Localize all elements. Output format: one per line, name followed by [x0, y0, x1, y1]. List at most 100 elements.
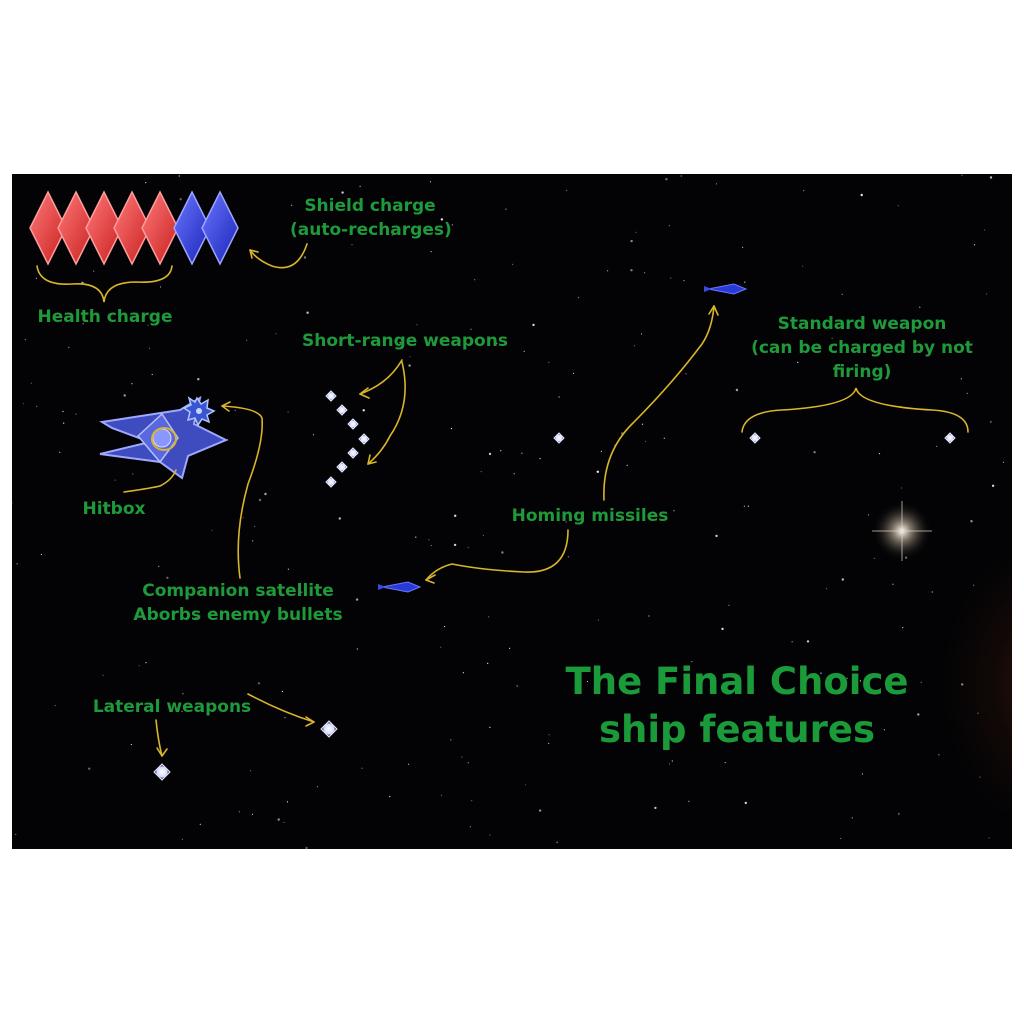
star — [158, 565, 160, 567]
star — [820, 672, 822, 674]
star — [797, 361, 799, 363]
star — [747, 505, 750, 507]
star — [450, 739, 452, 741]
star — [873, 557, 875, 559]
star — [474, 279, 476, 281]
star — [548, 361, 550, 363]
star — [668, 225, 671, 227]
star — [548, 742, 550, 745]
star — [488, 452, 492, 456]
star — [607, 270, 609, 272]
standard-label-line3: firing) — [832, 362, 892, 382]
shield-diamond-2 — [201, 190, 239, 266]
star — [783, 670, 785, 672]
star — [989, 176, 993, 179]
star — [867, 514, 870, 516]
star — [1002, 461, 1005, 463]
star — [931, 591, 933, 593]
star — [359, 185, 361, 187]
star — [630, 269, 633, 272]
star — [986, 293, 988, 295]
star — [635, 231, 637, 233]
star — [897, 205, 899, 207]
star — [462, 672, 464, 674]
hitbox-line — [123, 469, 177, 493]
star — [151, 373, 153, 376]
health-diamond-5 — [141, 190, 179, 266]
bullet-icon — [336, 461, 348, 473]
shield-bar — [173, 190, 239, 266]
star — [467, 546, 469, 549]
star — [301, 591, 303, 593]
bullet-icon — [347, 418, 359, 430]
star — [966, 392, 968, 394]
star — [242, 517, 244, 519]
star — [467, 762, 469, 764]
star — [341, 191, 344, 194]
star — [715, 183, 718, 185]
star — [743, 505, 746, 507]
star — [399, 341, 401, 344]
satellite-icon — [182, 396, 216, 427]
star — [641, 333, 643, 335]
star — [883, 729, 886, 731]
companion-label-line2: Aborbs enemy bullets — [133, 605, 343, 625]
star — [197, 378, 200, 381]
star — [961, 174, 963, 176]
star — [825, 588, 828, 590]
star — [685, 373, 687, 375]
star — [663, 437, 665, 439]
star — [355, 598, 359, 601]
star — [35, 277, 37, 279]
star — [645, 440, 647, 443]
star — [36, 405, 38, 407]
star — [316, 786, 318, 788]
companion-label-line1: Companion satellite — [142, 581, 334, 601]
star — [284, 717, 286, 719]
bullet-icon — [153, 763, 171, 781]
star — [990, 421, 992, 423]
star — [286, 801, 289, 803]
star — [409, 356, 411, 358]
health-diamond-2 — [57, 190, 95, 266]
star — [251, 813, 254, 816]
star — [665, 178, 668, 181]
star — [641, 423, 644, 425]
star — [75, 413, 77, 415]
star — [159, 286, 162, 288]
star — [691, 661, 693, 663]
star — [715, 534, 718, 538]
star — [15, 833, 17, 836]
star — [40, 553, 42, 556]
star — [648, 615, 650, 617]
star — [250, 770, 252, 772]
star — [430, 251, 432, 253]
star — [453, 543, 457, 547]
homing-label: Homing missiles — [511, 506, 669, 526]
star — [680, 175, 682, 177]
bright-star — [872, 501, 932, 561]
star — [841, 293, 843, 295]
bullet-icon — [325, 476, 337, 488]
short-range-arrow-1 — [359, 359, 403, 395]
star — [428, 539, 430, 541]
star — [597, 619, 600, 621]
bullet-icon — [325, 390, 337, 402]
short-range-label: Short-range weapons — [302, 331, 508, 351]
star — [30, 382, 32, 384]
star — [735, 388, 739, 392]
star — [179, 198, 182, 201]
missile-icon — [378, 283, 748, 593]
title-line2: ship features — [599, 708, 875, 751]
star — [505, 208, 507, 210]
star — [724, 762, 726, 764]
star — [93, 270, 95, 272]
star — [408, 364, 411, 367]
star — [305, 846, 308, 849]
star — [840, 837, 842, 840]
star — [919, 306, 921, 308]
star — [88, 767, 91, 770]
star — [644, 272, 646, 274]
star — [565, 189, 568, 191]
star — [572, 372, 575, 374]
